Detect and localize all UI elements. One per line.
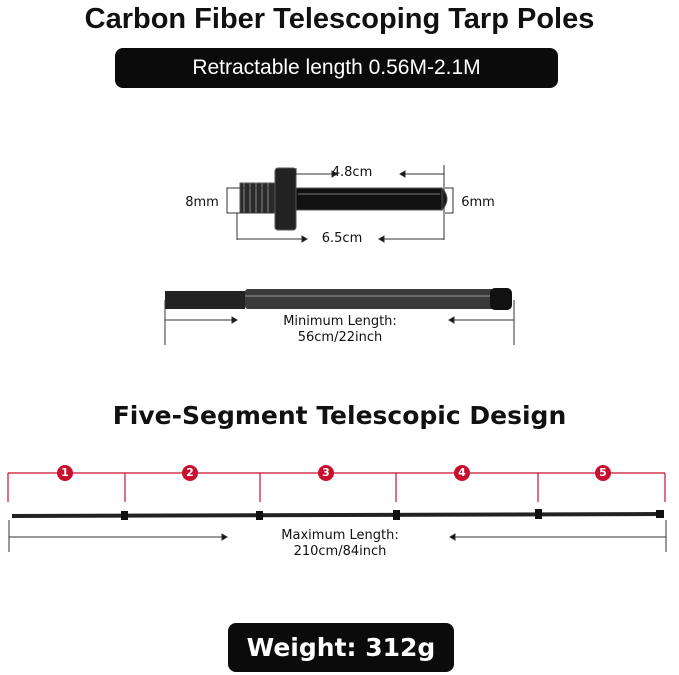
segment-markers xyxy=(7,472,666,502)
segment-badge-3: 3 xyxy=(318,465,334,481)
max-length-value: 210cm/84inch xyxy=(293,544,387,559)
rod-diameter: 6mm xyxy=(461,195,495,210)
min-length-arrows xyxy=(164,300,515,345)
length-6-5cm: 6.5cm xyxy=(321,231,363,246)
spike-dimension-lines xyxy=(226,165,454,243)
length-4-8cm: 4.8cm xyxy=(331,165,373,180)
section-heading: Five-Segment Telescopic Design xyxy=(112,401,567,430)
segment-badge-1: 1 xyxy=(57,465,73,481)
segment-number: 2 xyxy=(182,465,198,481)
segment-number: 5 xyxy=(595,465,611,481)
collapsed-pole-image xyxy=(165,288,512,310)
product-title: Carbon Fiber Telescoping Tarp Poles xyxy=(84,3,595,35)
min-length-label: Minimum Length: xyxy=(283,314,397,329)
segment-badge-2: 2 xyxy=(182,465,198,481)
length-range-badge: Retractable length 0.56M-2.1M xyxy=(115,48,558,88)
segment-number: 3 xyxy=(318,465,334,481)
extended-pole-image xyxy=(11,509,665,520)
max-length-label: Maximum Length: xyxy=(281,528,399,543)
segment-number: 4 xyxy=(454,465,470,481)
segment-badge-4: 4 xyxy=(454,465,470,481)
max-length-arrows xyxy=(8,520,667,552)
segment-badge-5: 5 xyxy=(595,465,611,481)
spike-image xyxy=(239,167,448,231)
thread-diameter: 8mm xyxy=(185,195,219,210)
weight-badge: Weight: 312g xyxy=(228,623,454,672)
min-length-value: 56cm/22inch xyxy=(297,330,383,345)
segment-number: 1 xyxy=(57,465,73,481)
